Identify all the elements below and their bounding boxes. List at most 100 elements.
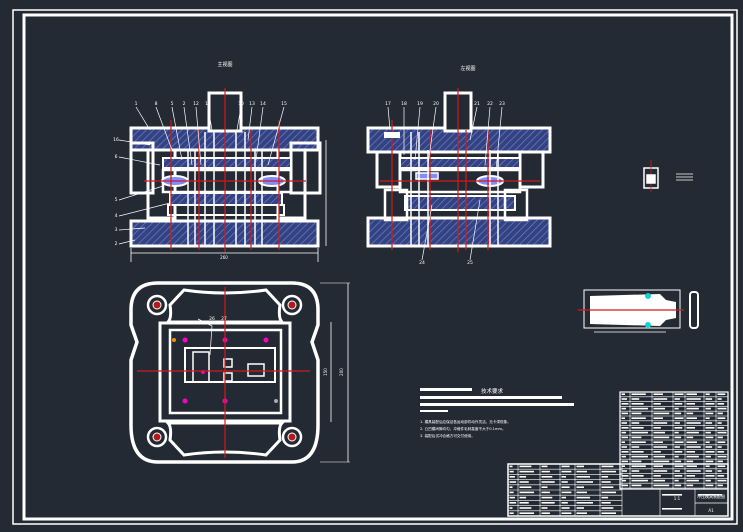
callout: 6 xyxy=(115,154,118,160)
illegible-text-mark xyxy=(509,476,515,478)
illegible-text-mark xyxy=(686,441,697,443)
illegible-text-mark xyxy=(674,479,679,482)
illegible-text-mark xyxy=(705,427,715,429)
callout: 8 xyxy=(155,101,158,107)
callout: 5 xyxy=(171,101,174,107)
illegible-text-mark xyxy=(705,446,713,448)
illegible-text-mark xyxy=(686,417,697,419)
illegible-text-mark xyxy=(631,455,648,458)
illegible-text-mark xyxy=(509,502,517,504)
illegible-text-mark xyxy=(653,460,670,463)
illegible-text-mark xyxy=(519,486,532,488)
illegible-text-mark xyxy=(653,407,666,410)
illegible-text-mark xyxy=(686,403,696,405)
illegible-text-mark xyxy=(686,393,697,395)
illegible-text-mark xyxy=(519,502,529,504)
illegible-text-mark xyxy=(519,512,535,514)
illegible-text-mark xyxy=(576,486,584,488)
illegible-text-mark xyxy=(509,507,513,509)
illegible-text-mark xyxy=(717,451,725,453)
illegible-text-mark xyxy=(576,507,584,509)
illegible-text-mark xyxy=(674,422,680,424)
callout: 27 xyxy=(221,316,227,322)
illegible-text-mark xyxy=(601,481,611,483)
illegible-text-mark xyxy=(662,508,682,510)
illegible-text-mark xyxy=(631,431,648,434)
illegible-text-mark xyxy=(686,407,699,410)
callout: 1 xyxy=(135,101,138,107)
illegible-text-mark xyxy=(686,455,699,458)
illegible-text-mark xyxy=(686,431,699,434)
tech-req-line-2: 2. 凸凹模间隙均匀，冲裁件毛刺高度不大于0.1mm。 xyxy=(420,426,506,431)
illegible-text-mark xyxy=(717,403,725,405)
illegible-text-mark xyxy=(621,460,628,463)
illegible-text-mark xyxy=(621,451,629,453)
illegible-text-mark xyxy=(653,479,666,482)
illegible-text-mark xyxy=(653,393,663,395)
illegible-text-mark xyxy=(717,431,727,434)
illegible-text-mark xyxy=(705,475,715,477)
illegible-text-mark xyxy=(541,470,550,473)
illegible-text-mark xyxy=(686,479,699,482)
side-section-view: 左视图 xyxy=(366,65,552,261)
illegible-text-mark xyxy=(631,427,644,429)
callout: 2 xyxy=(183,101,186,107)
illegible-text-mark xyxy=(631,407,648,410)
illegible-text-mark xyxy=(653,412,670,415)
illegible-text-mark xyxy=(674,393,684,395)
illegible-text-mark xyxy=(674,398,680,400)
illegible-text-mark xyxy=(576,502,593,504)
illegible-text-mark xyxy=(653,403,661,405)
illegible-text-mark xyxy=(662,494,682,496)
illegible-text-mark xyxy=(541,507,548,509)
front-view-label: 主视图 xyxy=(217,61,232,68)
callout: 2 xyxy=(115,241,118,247)
illegible-text-mark xyxy=(576,465,584,468)
illegible-text-mark xyxy=(653,475,661,477)
illegible-text-mark xyxy=(674,465,684,467)
illegible-text-mark xyxy=(561,481,568,483)
illegible-text-mark xyxy=(509,512,514,514)
illegible-text-mark xyxy=(674,446,680,448)
illegible-text-mark xyxy=(631,475,644,477)
illegible-text-mark xyxy=(674,451,683,453)
illegible-text-mark xyxy=(686,475,696,477)
illegible-text-mark xyxy=(621,455,626,458)
front-callouts: 1 8 5 2 12 11 10 13 14 15 16 6 5 4 3 2 xyxy=(113,101,287,247)
tech-req-line-1: 1. 模具装配后应保证各运动部件动作灵活，无卡滞现象。 xyxy=(420,419,511,424)
illegible-text-mark xyxy=(509,491,514,494)
inner-frame xyxy=(22,13,734,521)
illegible-text-mark xyxy=(561,512,572,514)
illegible-text-mark xyxy=(674,455,679,458)
illegible-text-mark xyxy=(576,491,587,494)
illegible-text-mark xyxy=(561,470,572,473)
illegible-text-mark xyxy=(717,417,726,419)
illegible-text-mark xyxy=(509,481,517,483)
illegible-text-mark xyxy=(674,412,682,415)
illegible-text-mark xyxy=(705,465,710,467)
illegible-text-mark xyxy=(621,403,629,405)
illegible-text-mark xyxy=(653,451,661,453)
illegible-text-mark xyxy=(621,446,627,448)
illegible-text-mark xyxy=(631,484,642,487)
illegible-text-mark xyxy=(705,484,714,487)
plan-callouts: 26 27 xyxy=(209,316,227,322)
illegible-text-mark xyxy=(621,484,628,487)
illegible-text-mark xyxy=(717,398,722,400)
illegible-text-mark xyxy=(576,512,587,514)
illegible-text-mark xyxy=(653,455,666,458)
illegible-text-mark xyxy=(705,455,711,458)
callout: 13 xyxy=(249,101,255,107)
illegible-text-mark xyxy=(686,446,701,448)
callout: 23 xyxy=(499,101,505,107)
outer-frame xyxy=(12,9,738,525)
illegible-text-mark xyxy=(621,407,626,410)
illegible-text-mark xyxy=(519,491,535,494)
illegible-text-mark xyxy=(686,451,696,453)
illegible-text-mark xyxy=(653,427,661,429)
illegible-text-mark xyxy=(519,507,532,509)
illegible-text-mark xyxy=(519,476,527,478)
side-view-label: 左视图 xyxy=(460,65,475,72)
illegible-text-mark xyxy=(686,422,701,424)
illegible-text-mark xyxy=(686,484,694,487)
